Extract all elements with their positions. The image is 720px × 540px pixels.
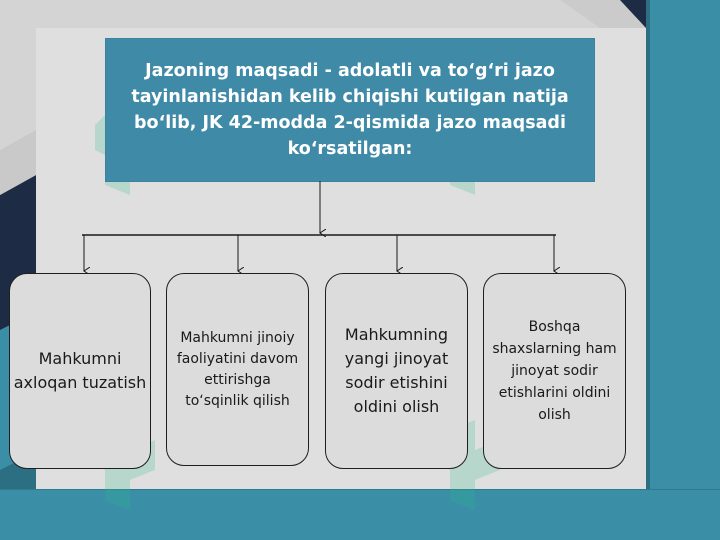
goal-card-general-prevention: Boshqa shaxslarning ham jinoyat sodir et… <box>483 273 626 469</box>
right-band-edge <box>646 0 650 540</box>
goal-card-text: Mahkumni axloqan tuzatish <box>13 349 147 392</box>
goal-card-prevent-continuation: Mahkumni jinoiy faoliyatini davom ettiri… <box>166 273 309 466</box>
goal-card-prevent-new-crime: Mahkumning yangi jinoyat sodir etishini … <box>325 273 468 469</box>
bottom-accent-band <box>0 490 720 540</box>
header-title: Jazoning maqsadi - adolatli va to‘g‘ri j… <box>131 61 569 159</box>
goal-card-moral-correction: Mahkumni axloqan tuzatish <box>9 273 151 469</box>
goal-card-text: Mahkumni jinoiy faoliyatini davom ettiri… <box>176 329 299 409</box>
header-box: Jazoning maqsadi - adolatli va to‘g‘ri j… <box>106 39 594 181</box>
goal-card-text: Mahkumning yangi jinoyat sodir etishini … <box>344 325 449 416</box>
right-accent-band <box>650 0 720 540</box>
goal-card-text: Boshqa shaxslarning ham jinoyat sodir et… <box>492 319 617 423</box>
